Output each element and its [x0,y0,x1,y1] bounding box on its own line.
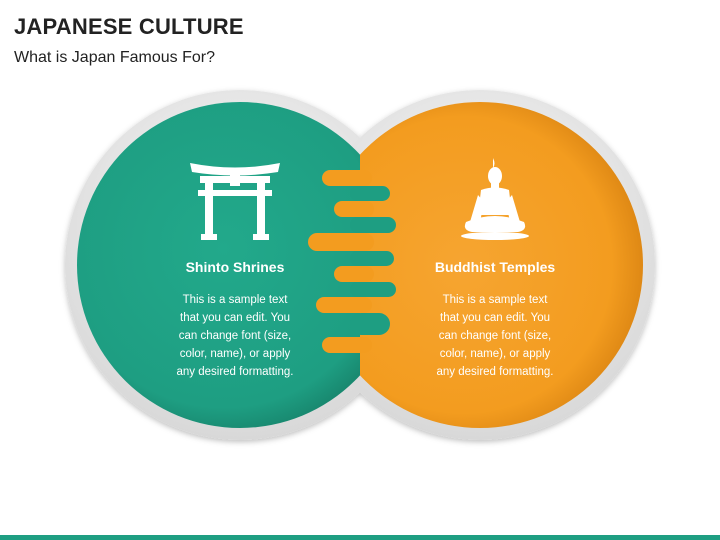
text-line: that you can edit. You [180,312,290,324]
shinto-description: This is a sample text that you can edit.… [160,291,310,381]
buddha-icon [461,158,529,240]
text-line: This is a sample text [442,294,548,306]
text-line: This is a sample text [182,294,288,306]
text-line: can change font (size, [438,330,552,342]
shinto-heading: Shinto Shrines [185,259,285,275]
text-line: that you can edit. You [440,312,550,324]
text-line: any desired formatting. [176,366,294,378]
text-line: can change font (size, [178,330,292,342]
text-line: color, name), or apply [439,348,551,360]
text-line: any desired formatting. [436,366,554,378]
text-line: color, name), or apply [179,348,291,360]
buddhist-heading: Buddhist Temples [434,259,556,275]
right-circle [360,102,643,428]
buddhist-description: This is a sample text that you can edit.… [420,291,570,381]
bottom-accent-bar [0,535,720,540]
page-title: JAPANESE CULTURE [14,14,244,39]
torii-gate-icon [190,163,280,240]
left-circle [77,102,360,428]
orange-tabs [308,170,374,353]
teal-tabs [350,186,396,335]
page-subtitle: What is Japan Famous For? [14,49,215,66]
